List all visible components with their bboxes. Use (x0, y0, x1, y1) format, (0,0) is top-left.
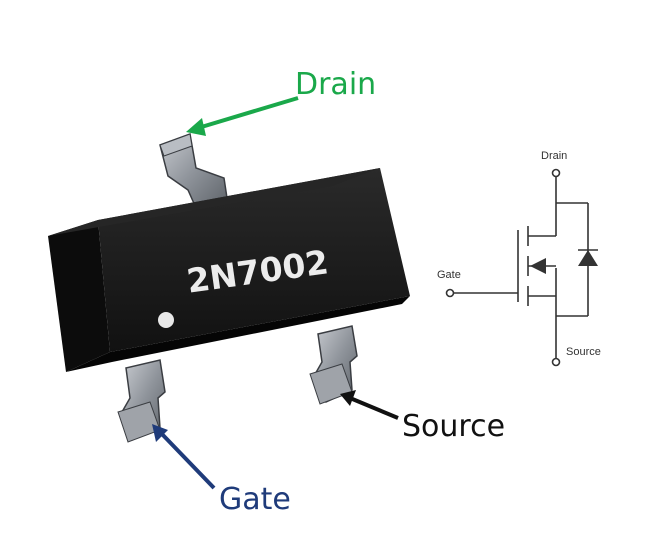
source-arrow (340, 390, 399, 420)
pin1-dot (158, 312, 174, 328)
gate-lead (117, 359, 166, 443)
package-body (48, 168, 410, 372)
drain-arrow (186, 96, 299, 136)
drain-lead (159, 132, 228, 209)
symbol-source-label: Source (566, 346, 601, 358)
symbol-gate-label: Gate (437, 269, 461, 281)
symbol-drain-label: Drain (541, 150, 568, 162)
gate-arrow (152, 424, 216, 490)
gate-callout: Gate (219, 482, 291, 517)
mosfet-symbol (445, 168, 598, 367)
drain-callout: Drain (295, 67, 377, 102)
source-callout: Source (402, 409, 506, 444)
diode-icon (578, 250, 598, 266)
body-arrow-icon (530, 258, 546, 274)
